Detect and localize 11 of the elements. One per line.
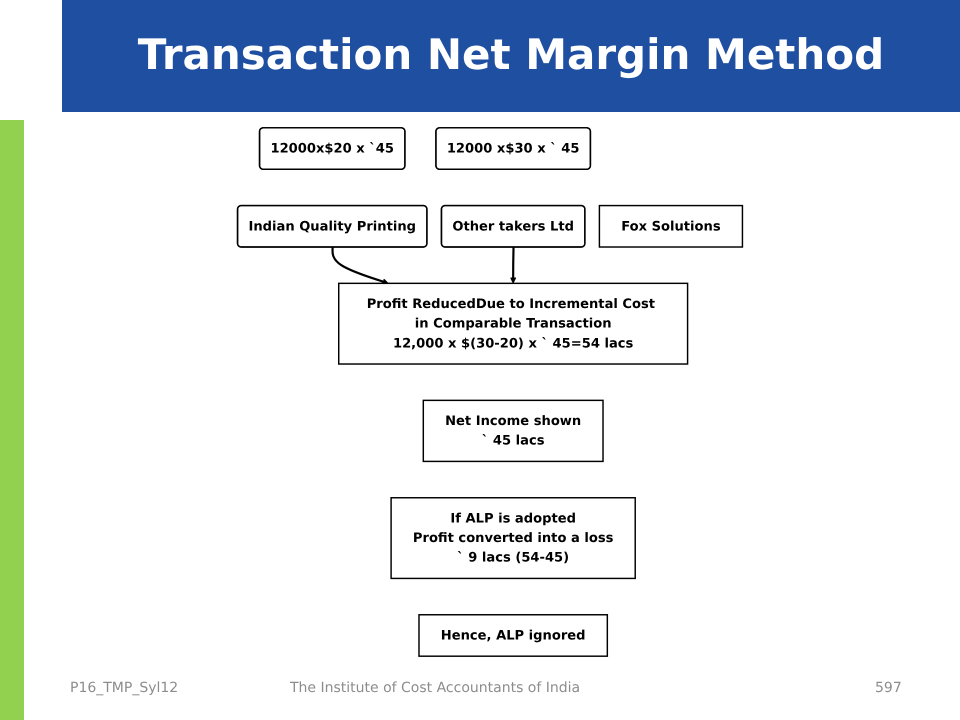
slide-title: Transaction Net Margin Method — [136, 30, 886, 79]
page-number: 597 — [875, 680, 902, 696]
node-box: If ALP is adopted Profit converted into a loss ` 9 lacs (54-45) — [390, 497, 636, 580]
node-box: Profit ReducedDue to Incremental Cost in Comparable Transaction 12,000 x $(30-20) x ` 45=54 lacs — [338, 282, 688, 365]
arrow — [510, 247, 516, 284]
footer-text: The Institute of Cost Accountants of India — [290, 680, 580, 696]
node-box: Hence, ALP ignored — [418, 614, 608, 657]
arrow — [331, 247, 389, 285]
node-box: Fox Solutions — [598, 204, 744, 248]
node-box: Net Income shown ` 45 lacs — [422, 400, 604, 462]
slide-code: P16_TMP_Syl12 — [70, 680, 178, 696]
